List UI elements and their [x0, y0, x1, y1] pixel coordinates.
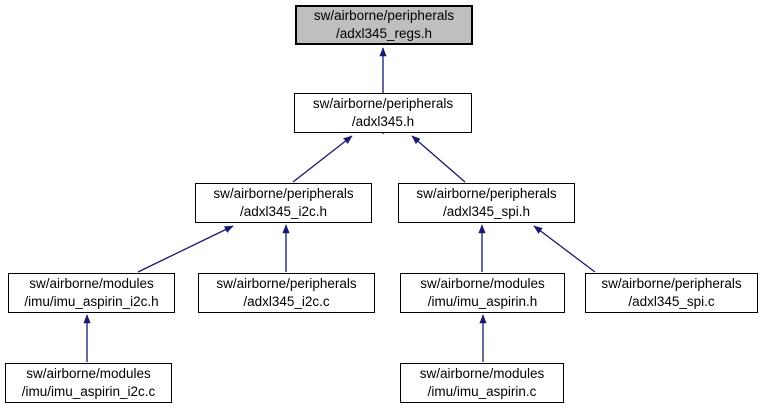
node-label-line2: /imu/imu_aspirin.c — [427, 384, 537, 399]
node-label-line1: sw/airborne/peripherals — [312, 96, 454, 111]
edge-adxl345-i2c-h-to-adxl345-h — [292, 135, 353, 183]
node-label-line2: /adxl345_spi.h — [442, 204, 531, 219]
node-label-line1: sw/airborne/peripherals — [216, 276, 357, 291]
node-label-line1: sw/airborne/modules — [420, 276, 545, 291]
node-imu-aspirin-h[interactable]: sw/airborne/modules /imu/imu_aspirin.h — [400, 273, 565, 313]
node-label-line1: sw/airborne/peripherals — [416, 186, 557, 201]
node-label-line2: /adxl345_i2c.c — [243, 294, 330, 309]
node-label-line1: sw/airborne/peripherals — [213, 186, 354, 201]
node-label-line1: sw/airborne/modules — [29, 276, 154, 291]
node-label-line2: /adxl345_spi.c — [628, 294, 715, 309]
node-imu-aspirin-i2c-h[interactable]: sw/airborne/modules /imu/imu_aspirin_i2c… — [8, 273, 175, 313]
node-label-line1: sw/airborne/modules — [419, 366, 545, 381]
node-adxl345-spi-h[interactable]: sw/airborne/peripherals /adxl345_spi.h — [398, 183, 575, 223]
edge-adxl345-spi-h-to-adxl345-h — [411, 135, 466, 183]
node-imu-aspirin-c[interactable]: sw/airborne/modules /imu/imu_aspirin.c — [400, 363, 564, 403]
node-adxl345-regs-h: sw/airborne/peripherals /adxl345_regs.h — [295, 5, 473, 45]
node-label-line2: /adxl345_i2c.h — [239, 204, 328, 219]
node-label-line2: /imu/imu_aspirin_i2c.c — [21, 384, 156, 399]
node-adxl345-i2c-h[interactable]: sw/airborne/peripherals /adxl345_i2c.h — [195, 183, 372, 223]
node-label-line2: /imu/imu_aspirin_i2c.h — [24, 294, 159, 309]
node-adxl345-spi-c[interactable]: sw/airborne/peripherals /adxl345_spi.c — [585, 273, 758, 313]
node-label-line2: /adxl345_regs.h — [335, 26, 433, 41]
node-label-line1: sw/airborne/peripherals — [601, 276, 742, 291]
node-label-line2: /imu/imu_aspirin.h — [427, 294, 538, 309]
node-adxl345-i2c-c[interactable]: sw/airborne/peripherals /adxl345_i2c.c — [198, 273, 375, 313]
edge-adxl345-spi-c-to-adxl345-spi-h — [533, 225, 596, 273]
node-adxl345-h[interactable]: sw/airborne/peripherals /adxl345.h — [294, 93, 472, 133]
node-imu-aspirin-i2c-c[interactable]: sw/airborne/modules /imu/imu_aspirin_i2c… — [5, 363, 172, 403]
edge-imu-aspirin-i2c-h-to-adxl345-i2c-h — [137, 225, 234, 273]
node-label-line1: sw/airborne/modules — [26, 366, 151, 381]
node-label-line2: /adxl345.h — [351, 114, 415, 129]
node-label-line1: sw/airborne/peripherals — [313, 8, 455, 23]
